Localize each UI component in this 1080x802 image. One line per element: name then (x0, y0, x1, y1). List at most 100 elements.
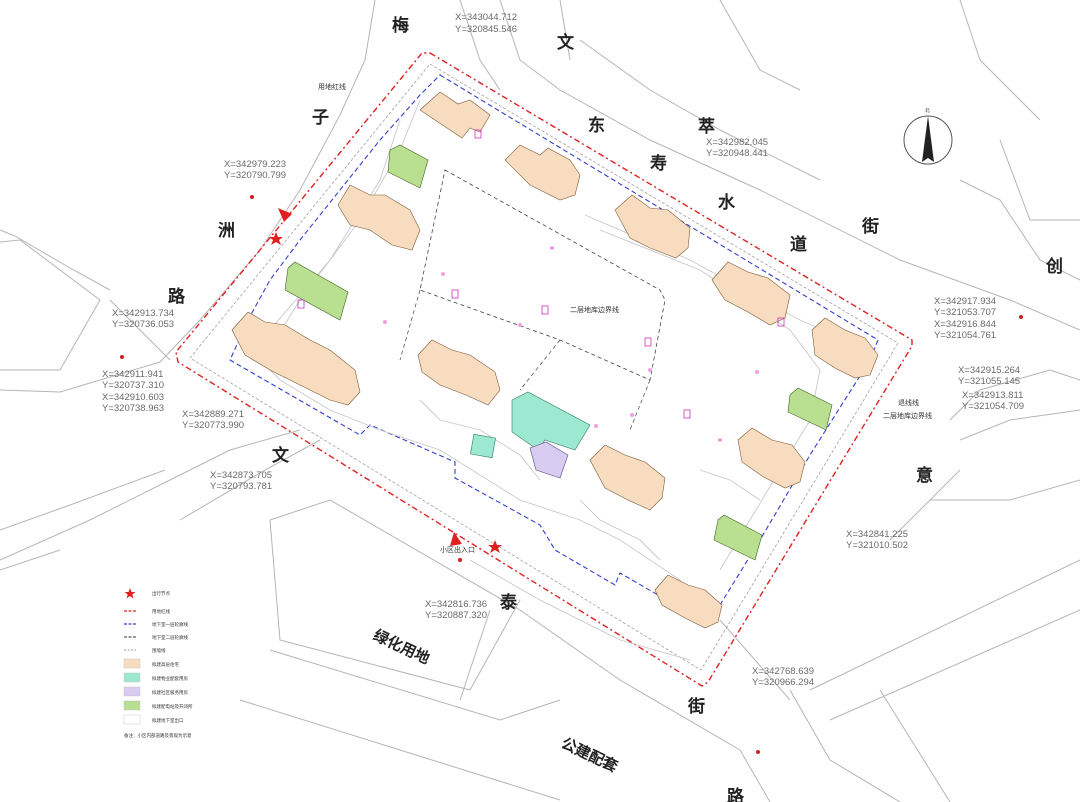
street-meizi-2: 子 (312, 108, 329, 128)
street-chuangyi-2: 意 (916, 465, 933, 486)
power-station-3 (787, 387, 833, 431)
coord-9-x: X=342917.934 (934, 296, 996, 307)
coord-10-y: Y=321054.761 (934, 330, 996, 341)
coord-12-x: X=342913.811 (962, 390, 1023, 401)
garage-line-label: 二层地库边界线 (570, 305, 619, 314)
street-wentai-3: 街 (687, 696, 705, 717)
coord-2-x: X=342982.045 (706, 137, 768, 148)
street-shoushui-1: 寿 (650, 153, 667, 174)
residential-buildings (231, 91, 879, 629)
coord-7-x: X=342889.271 (182, 409, 244, 420)
coord-4-x: X=342913.734 (112, 308, 174, 319)
coord-2-y: Y=320948.441 (706, 148, 768, 159)
coord-11-y: Y=321055.145 (958, 376, 1020, 387)
street-wendong-2: 东 (588, 115, 605, 136)
street-meizi-4: 路 (168, 286, 186, 307)
exit-markers (297, 129, 785, 419)
building-1 (419, 91, 491, 139)
coord-1-x: X=343044.712 (455, 12, 517, 23)
coord-3-x: X=342979.223 (224, 159, 286, 170)
legend-label-0: 出行节点 (152, 590, 170, 597)
legend-property-swatch (123, 672, 141, 683)
coord-5-x: X=342911.941 (102, 369, 163, 380)
legend-label-3: 地下室二层轮廓线 (152, 634, 188, 641)
coord-14-x: X=342816.736 (425, 599, 487, 610)
street-chuangyi-1: 创 (1045, 256, 1063, 277)
coord-1-y: Y=320845.546 (455, 24, 517, 35)
north-arrow-icon: 北 (903, 107, 953, 165)
street-wentai-1: 文 (272, 445, 290, 466)
legend: 出行节点 用地红线 地下室一层轮廓线 地下室二层轮廓线 围墙线 拟建高层住宅 拟… (123, 588, 193, 739)
legend-label-1: 用地红线 (152, 608, 170, 615)
coord-7-y: Y=320773.990 (182, 420, 244, 431)
north-label: 北 (925, 107, 930, 114)
street-shoushui-2: 水 (718, 192, 736, 213)
building-3 (337, 184, 421, 251)
legend-label-7: 拟建社区服务用房 (152, 689, 188, 696)
building-5 (711, 261, 791, 326)
warning-icons (120, 195, 1023, 754)
coord-15-y: Y=320966.294 (752, 677, 814, 688)
building-6 (231, 311, 361, 406)
coord-11-x: X=342915.264 (958, 365, 1020, 376)
street-meizi-1: 梅 (392, 15, 409, 36)
community-building (529, 441, 569, 479)
coord-3-y: Y=320790.799 (224, 170, 286, 181)
building-4 (614, 194, 691, 259)
coordinate-labels: X=343044.712 Y=320845.546 X=342982.045 Y… (102, 12, 1024, 688)
entrance-arrow-1 (278, 208, 292, 222)
building-8 (417, 339, 501, 406)
legend-label-5: 拟建高层住宅 (152, 661, 179, 668)
garage-line-right-label: 二层地库边界线 (883, 411, 932, 420)
coord-6-y: Y=320738.963 (102, 403, 164, 414)
coord-8-x: X=342873.705 (210, 470, 272, 481)
building-9 (589, 444, 666, 511)
coord-13-y: Y=321010.502 (846, 540, 908, 551)
building-2 (504, 144, 581, 201)
power-station-2 (284, 261, 349, 321)
street-shoushui-4: 街 (861, 216, 879, 237)
legend-note: 备注：小区内部道路及景观为示意 (124, 732, 192, 739)
site-red-boundary (175, 52, 913, 687)
coord-13-x: X=342841.225 (846, 529, 908, 540)
entrance-star-1 (269, 232, 283, 245)
legend-label-4: 围墙线 (152, 647, 166, 654)
street-wendong-3: 萃 (698, 116, 715, 137)
power-stations (284, 144, 833, 561)
coord-12-y: Y=321054.709 (962, 401, 1024, 412)
entrance-markers (269, 208, 502, 553)
street-wendong-1: 文 (557, 32, 575, 53)
coord-10-x: X=342916.844 (934, 319, 996, 330)
property-building (511, 391, 591, 451)
pink-dots (383, 246, 759, 442)
street-labels: 梅 子 洲 路 文 东 萃 寿 水 道 街 创 意 文 泰 街 路 (168, 15, 1063, 802)
legend-exit-swatch (123, 714, 141, 725)
legend-label-8: 拟建配电站及开闭所 (152, 703, 193, 710)
coord-8-y: Y=320793.781 (210, 481, 272, 492)
building-11 (654, 574, 723, 629)
coord-4-y: Y=320736.053 (112, 319, 174, 330)
building-10 (737, 427, 806, 489)
power-station-4 (713, 514, 763, 561)
entrance-arrow-2 (450, 532, 462, 546)
building-7 (811, 317, 879, 379)
power-station-1 (387, 144, 429, 189)
coord-15-x: X=342768.639 (752, 666, 814, 677)
coord-9-y: Y=321053.707 (934, 307, 996, 318)
site-wall-line (189, 63, 899, 671)
street-road-bottom: 路 (727, 786, 745, 802)
entrance-star-2 (488, 540, 502, 553)
legend-label-2: 地下室一层轮廓线 (152, 621, 188, 628)
legend-residential-swatch (123, 658, 141, 669)
coord-5-y: Y=320737.310 (102, 380, 164, 391)
legend-power-swatch (123, 700, 141, 711)
street-meizi-3: 洲 (218, 221, 235, 241)
legend-label-9: 拟建地下室出口 (152, 717, 184, 724)
basement-1-outline (229, 74, 879, 626)
street-wentai-2: 泰 (500, 592, 518, 613)
entrance-label: 小区出入口 (440, 545, 475, 554)
legend-community-swatch (123, 686, 141, 697)
legend-star-icon (124, 588, 136, 599)
coord-6-x: X=342910.603 (102, 392, 164, 403)
